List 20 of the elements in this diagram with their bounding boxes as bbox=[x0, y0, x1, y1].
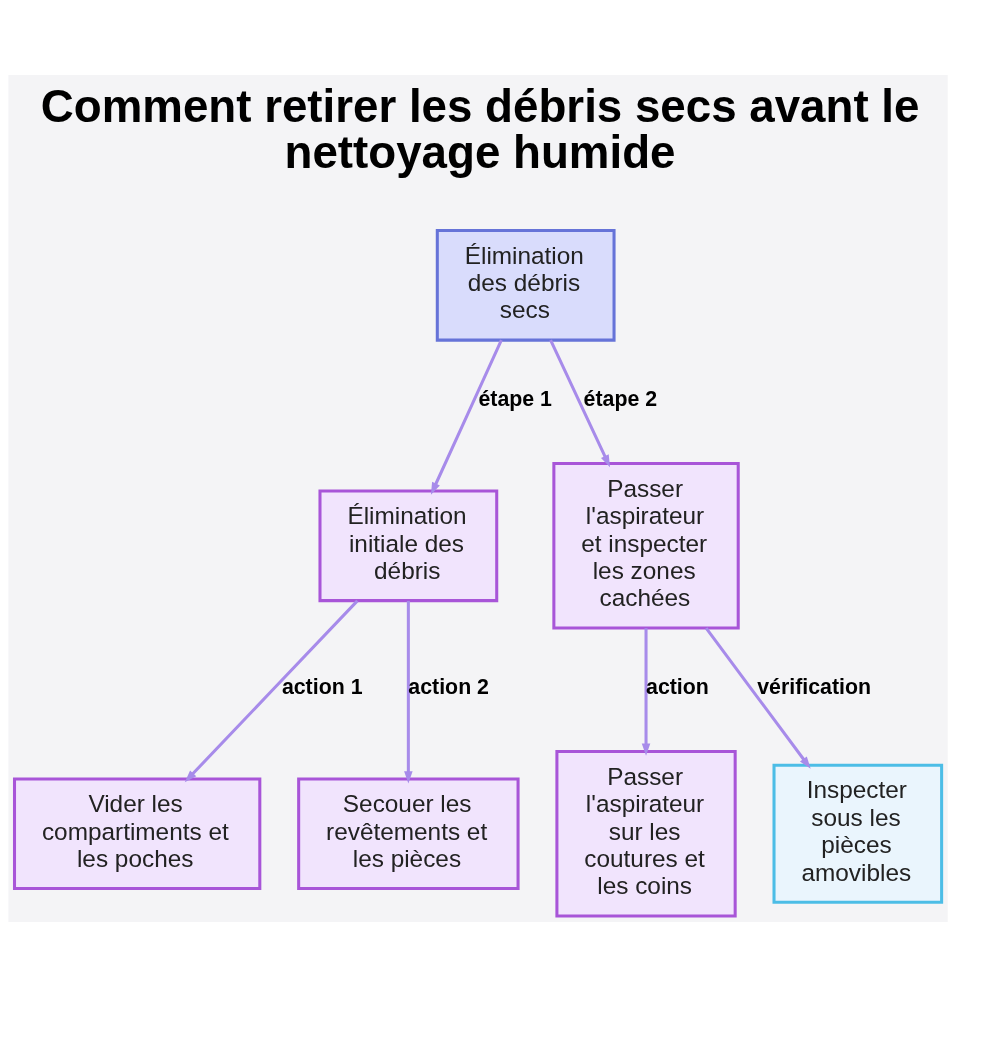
node-box: Secouer les revêtements et les pièces bbox=[297, 776, 520, 890]
edge-label: action 2 bbox=[408, 674, 489, 699]
arrow bbox=[184, 599, 359, 782]
node-box: Inspecter sous les pièces amovibles bbox=[772, 763, 944, 904]
edge-label: vérification bbox=[757, 674, 872, 699]
edge-label: action 1 bbox=[281, 674, 363, 699]
node-box: Élimination initiale des débris bbox=[318, 488, 499, 602]
edge-label: action bbox=[646, 674, 709, 699]
node-box: Passer l'aspirateur et inspecter les zones cachées bbox=[552, 461, 740, 630]
edge-label: étape 2 bbox=[583, 386, 658, 411]
edge-label: étape 1 bbox=[478, 386, 552, 411]
arrow bbox=[430, 339, 503, 495]
arrow bbox=[549, 339, 611, 467]
arrow bbox=[704, 626, 811, 769]
diagram-title: Comment retirer les débris secs avant le nettoyage humide bbox=[40, 80, 920, 178]
node-box: Passer l'aspirateur sur les coutures et les coins bbox=[555, 749, 737, 918]
node-box: Vider les compartiments et les poches bbox=[13, 776, 262, 890]
arrow bbox=[404, 600, 413, 783]
node-box: Élimination des débris secs bbox=[435, 228, 616, 342]
arrow bbox=[641, 627, 651, 756]
